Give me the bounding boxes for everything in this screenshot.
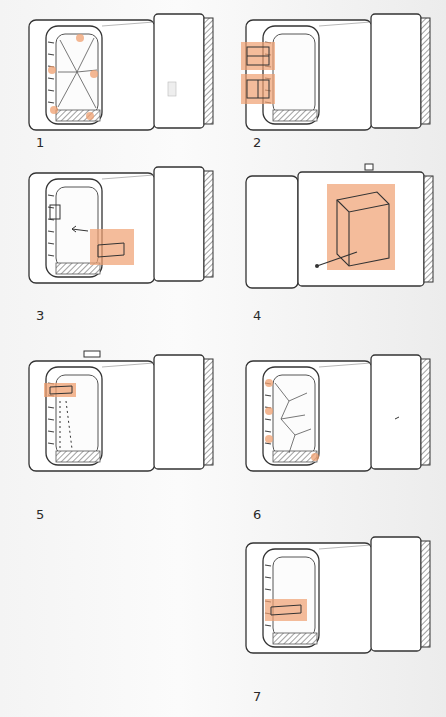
sketch-four: [246, 164, 433, 288]
callout-number: 5: [36, 508, 44, 522]
callout-number: 6: [253, 508, 261, 522]
callout-number: 4: [253, 309, 261, 323]
sketch-two: [241, 14, 430, 130]
sketch-three: [29, 167, 213, 283]
callout-number: 7: [253, 690, 261, 704]
sketch-five: [29, 351, 213, 471]
callout-number: 2: [253, 136, 261, 150]
sketch-seven: [246, 537, 430, 653]
callout-number: 3: [36, 309, 44, 323]
sketch-six: [246, 355, 430, 471]
callout-number: 1: [36, 136, 44, 150]
sketch-one: [29, 14, 213, 130]
